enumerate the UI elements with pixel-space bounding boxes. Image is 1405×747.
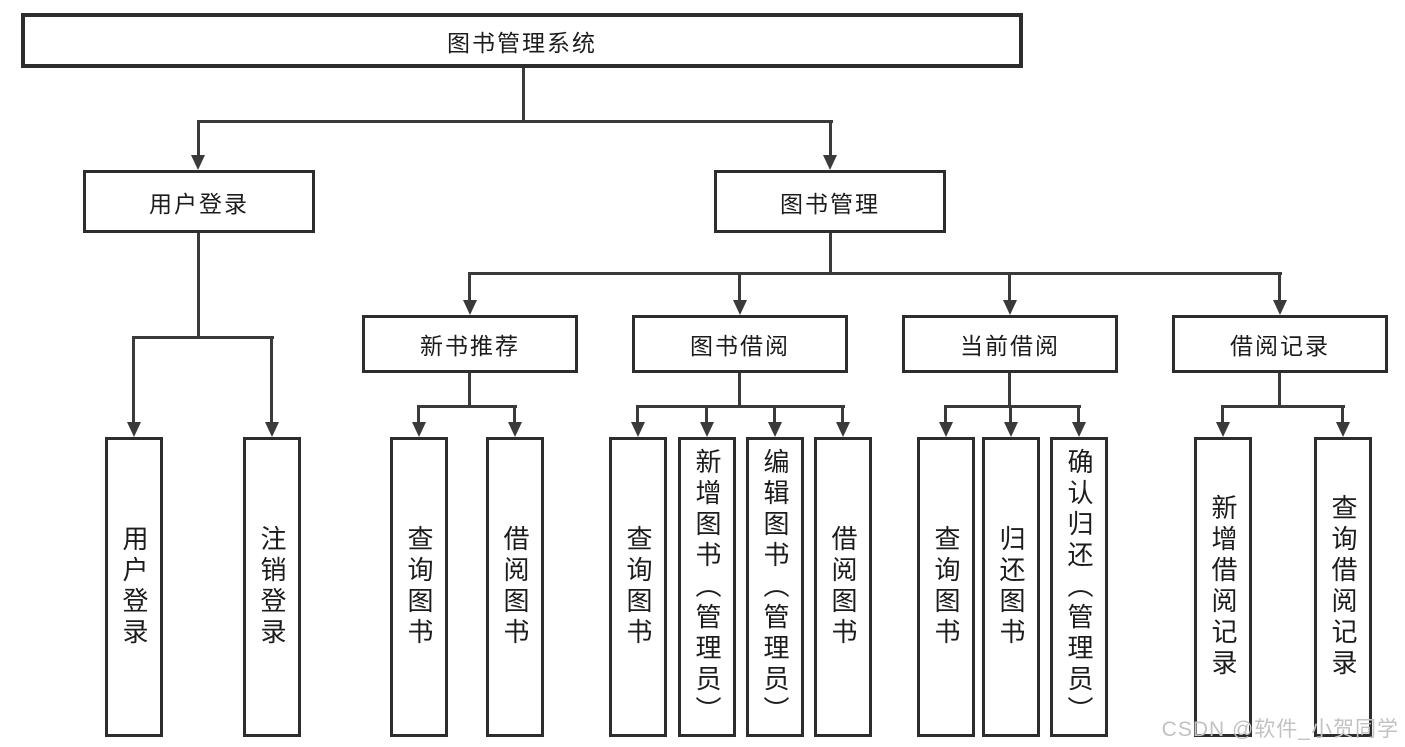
connector-leaf-stem: [132, 336, 135, 423]
arrow-down-icon: [733, 300, 747, 315]
leaf-label: 确认归还（管理员）: [1064, 447, 1094, 727]
node-label: 借阅记录: [1230, 333, 1330, 359]
connector-leaf-stem: [636, 405, 639, 423]
connector-drop: [1008, 373, 1011, 405]
connector-leaf-stem: [773, 405, 776, 423]
arrow-down-icon: [463, 300, 477, 315]
node-label: 图书借阅: [690, 333, 790, 359]
connector-drop: [1278, 373, 1281, 405]
connector-leaf-stem: [1341, 405, 1344, 423]
leaf-logout: 注销登录: [243, 437, 301, 737]
leaf-user-login: 用户登录: [105, 437, 163, 737]
leaf-label: 编辑图书（管理员）: [760, 447, 790, 727]
node-new-book-recommend: 新书推荐: [362, 315, 578, 373]
leaf-label: 查询借阅记录: [1328, 494, 1358, 680]
leaf-label: 用户登录: [119, 525, 149, 649]
node-user-login: 用户登录: [83, 170, 315, 233]
leaf-label: 归还图书: [996, 525, 1026, 649]
connector-drop: [738, 373, 741, 405]
leaf-edit-book-admin: 编辑图书（管理员）: [746, 437, 804, 737]
arrow-down-icon: [508, 422, 522, 437]
connector-level1-bar: [197, 120, 833, 123]
leaf-label: 注销登录: [257, 525, 287, 649]
connector-leaf-stem: [513, 405, 516, 423]
leaf-label: 查询图书: [931, 525, 961, 649]
arrow-down-icon: [191, 155, 205, 170]
leaf-label: 查询图书: [404, 525, 434, 649]
connector-bar: [1221, 405, 1345, 408]
arrow-down-icon: [631, 422, 645, 437]
connector-leaf-stem: [705, 405, 708, 423]
connector-leaf-stem: [944, 405, 947, 423]
leaf-label: 新增借阅记录: [1208, 494, 1238, 680]
leaf-return-book: 归还图书: [982, 437, 1040, 737]
connector-bar: [636, 405, 845, 408]
arrow-down-icon: [1336, 422, 1350, 437]
node-label: 图书管理系统: [447, 29, 597, 56]
leaf-query-borrow-record: 查询借阅记录: [1314, 437, 1372, 737]
arrow-down-icon: [1216, 422, 1230, 437]
leaf-borrow-book-recommend: 借阅图书: [486, 437, 544, 737]
arrow-down-icon: [768, 422, 782, 437]
node-book-borrow: 图书借阅: [632, 315, 848, 373]
connector-book-mgmt-stem: [829, 120, 832, 156]
node-label: 新书推荐: [420, 333, 520, 359]
arrow-down-icon: [1273, 300, 1287, 315]
node-borrow-record: 借阅记录: [1172, 315, 1388, 373]
connector-user-login-stem: [197, 120, 200, 156]
node-book-management: 图书管理: [714, 170, 946, 233]
arrow-down-icon: [127, 422, 141, 437]
connector-leaf-stem: [417, 405, 420, 423]
connector-root-stem: [522, 68, 525, 120]
arrow-down-icon: [412, 422, 426, 437]
leaf-confirm-return-admin: 确认归还（管理员）: [1050, 437, 1108, 737]
connector-leaf-stem: [270, 336, 273, 423]
watermark-text: CSDN @软件_小贺同学: [1161, 718, 1399, 741]
arrow-down-icon: [823, 155, 837, 170]
arrow-down-icon: [1072, 422, 1086, 437]
arrow-down-icon: [836, 422, 850, 437]
leaf-query-book-current: 查询图书: [917, 437, 975, 737]
node-label: 用户登录: [149, 190, 249, 217]
connector-book-mgmt-drop: [829, 233, 832, 272]
arrow-down-icon: [1003, 300, 1017, 315]
leaf-add-borrow-record: 新增借阅记录: [1194, 437, 1252, 737]
connector-bar: [417, 405, 517, 408]
connector-level2-stem: [738, 272, 741, 301]
connector-user-login-bar: [132, 336, 274, 339]
arrow-down-icon: [700, 422, 714, 437]
leaf-query-book-borrow: 查询图书: [609, 437, 667, 737]
connector-level2-stem: [1008, 272, 1011, 301]
leaf-label: 借阅图书: [500, 525, 530, 649]
connector-drop: [468, 373, 471, 405]
connector-leaf-stem: [841, 405, 844, 423]
leaf-label: 新增图书（管理员）: [692, 447, 722, 727]
node-current-borrow: 当前借阅: [902, 315, 1118, 373]
connector-bar: [944, 405, 1081, 408]
connector-leaf-stem: [1009, 405, 1012, 423]
node-library-system: 图书管理系统: [21, 13, 1023, 68]
connector-leaf-stem: [1221, 405, 1224, 423]
leaf-query-book-recommend: 查询图书: [390, 437, 448, 737]
leaf-add-book-admin: 新增图书（管理员）: [678, 437, 736, 737]
arrow-down-icon: [939, 422, 953, 437]
leaf-label: 查询图书: [623, 525, 653, 649]
arrow-down-icon: [265, 422, 279, 437]
node-label: 当前借阅: [960, 333, 1060, 359]
arrow-down-icon: [1004, 422, 1018, 437]
leaf-label: 借阅图书: [828, 525, 858, 649]
connector-leaf-stem: [1077, 405, 1080, 423]
connector-level2-stem: [468, 272, 471, 301]
node-label: 图书管理: [780, 190, 880, 217]
connector-user-login-drop: [197, 233, 200, 336]
leaf-borrow-book: 借阅图书: [814, 437, 872, 737]
connector-level2-bar: [468, 272, 1282, 275]
connector-level2-stem: [1278, 272, 1281, 301]
